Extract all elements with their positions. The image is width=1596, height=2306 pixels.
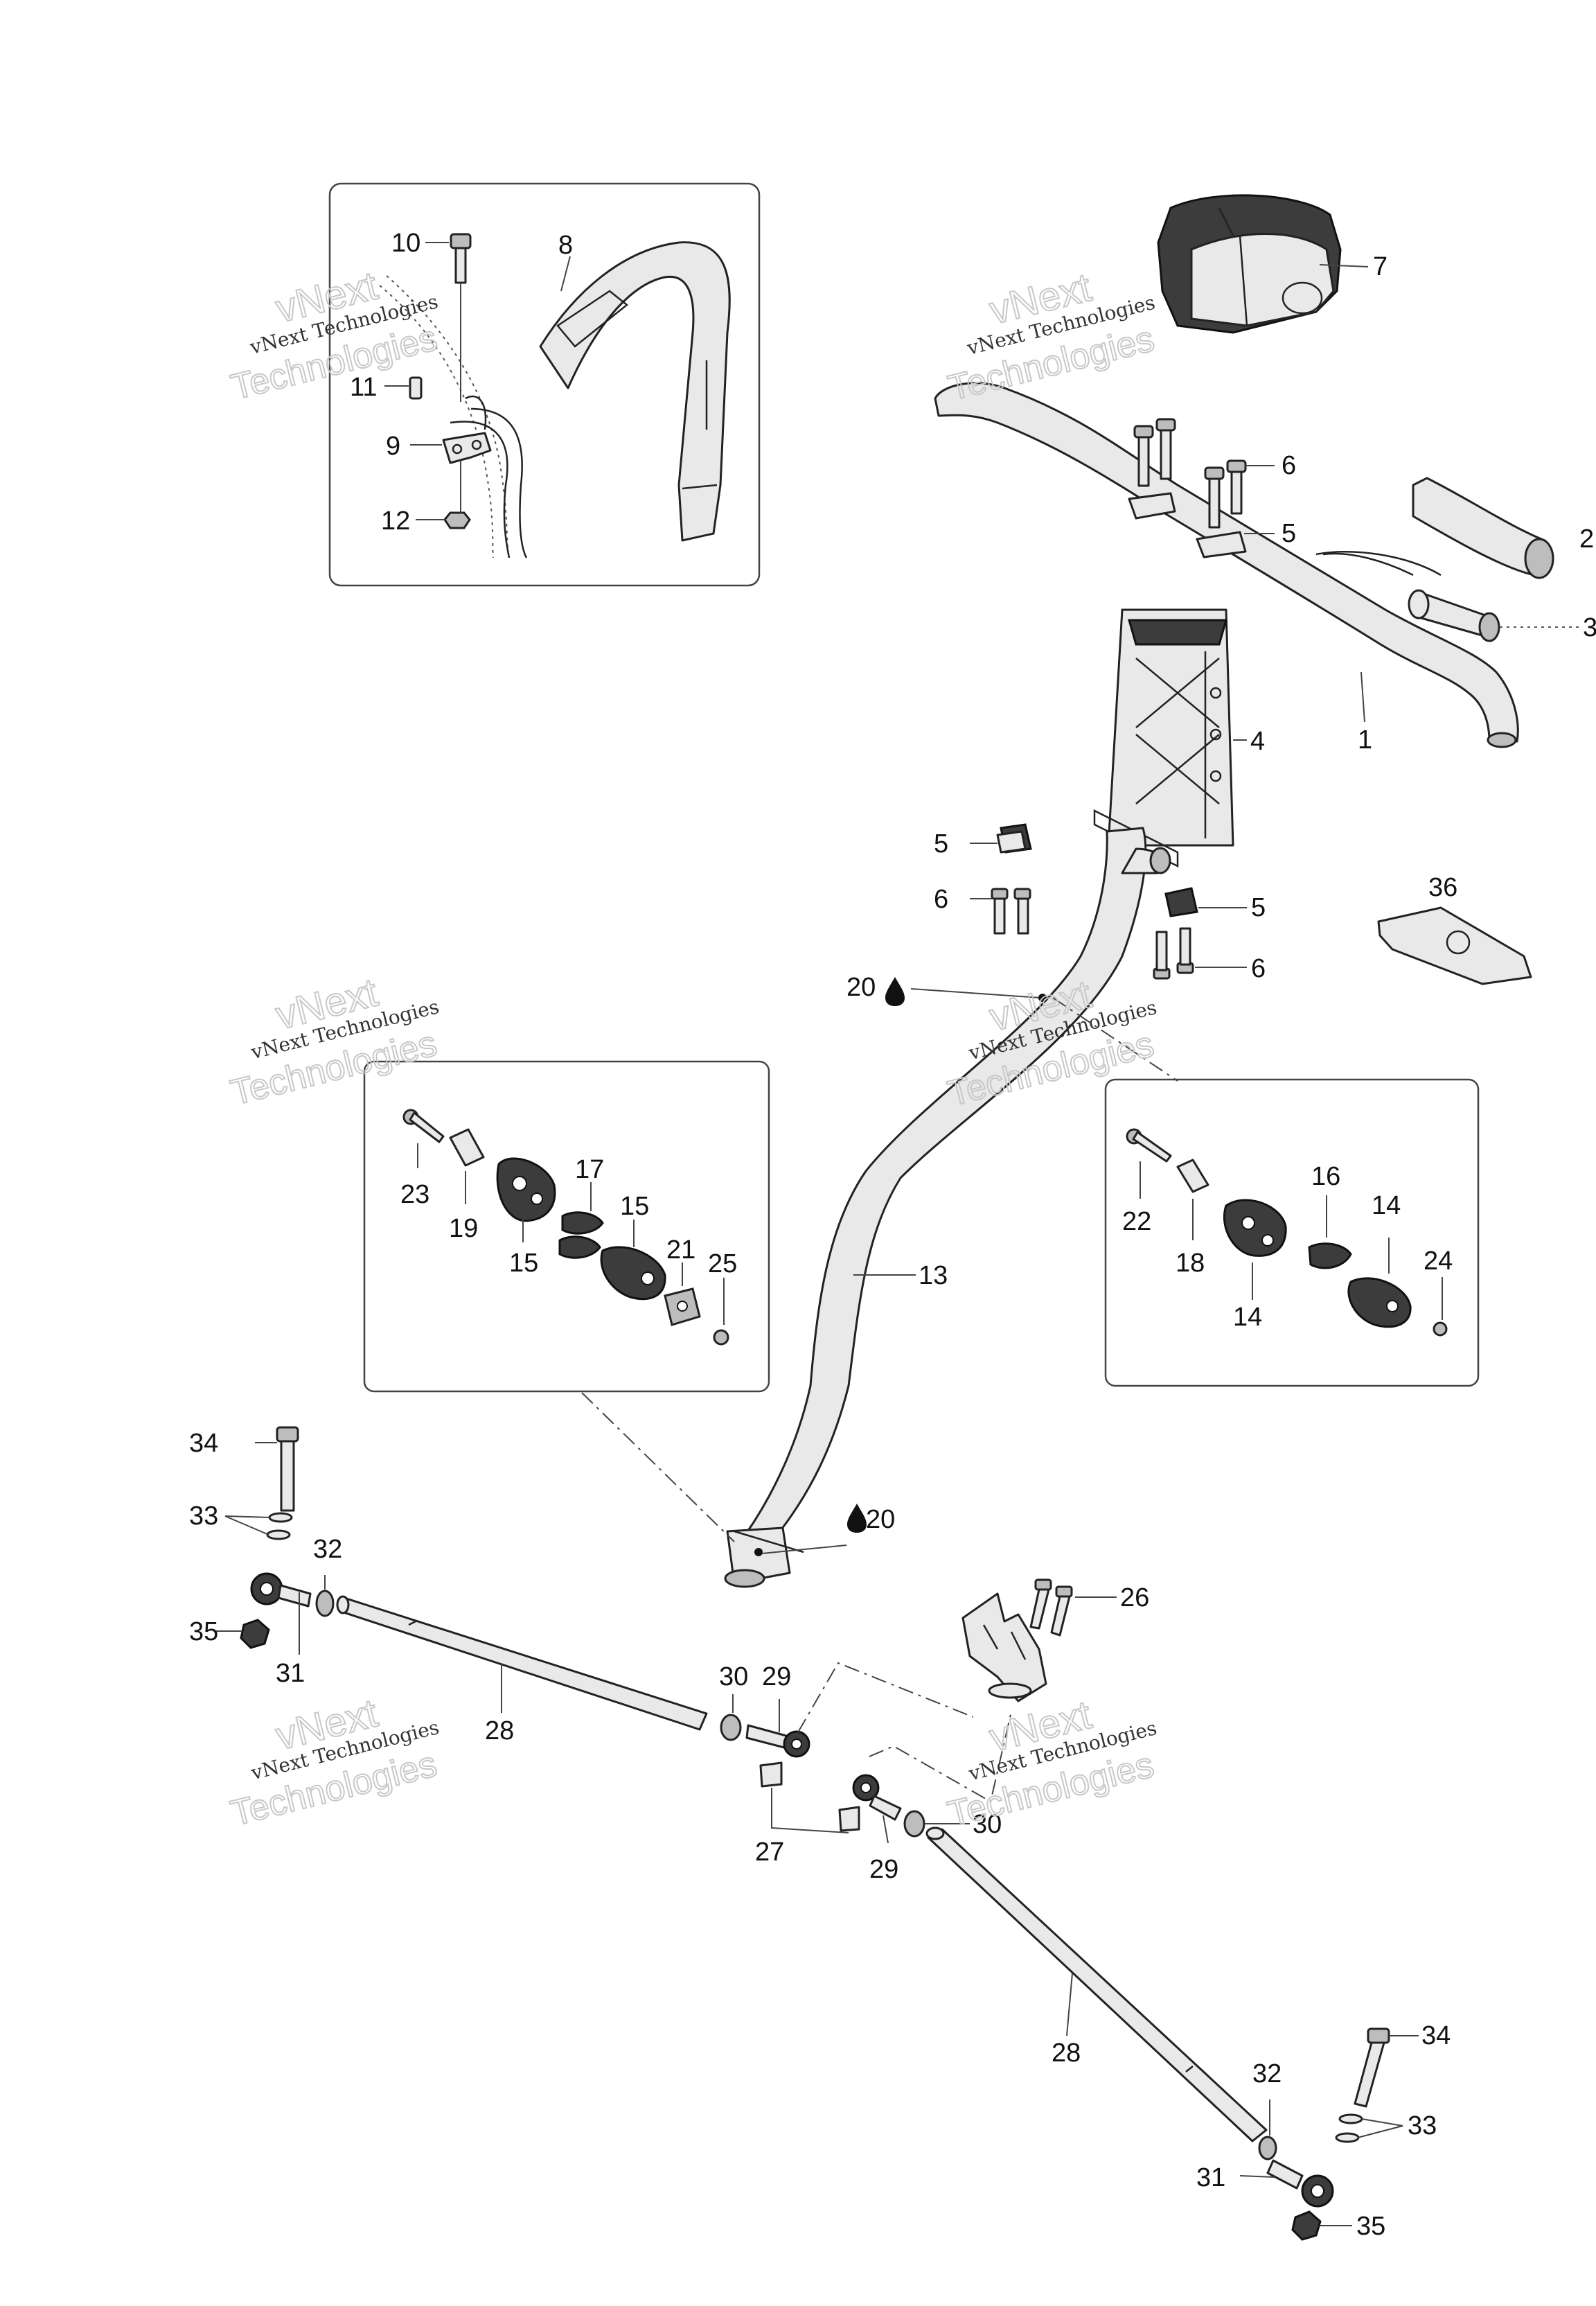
watermark-2: vNext vNext Technologies Technologies xyxy=(943,264,1159,410)
plate-36 xyxy=(1377,906,1532,985)
callout-6-left: 6 xyxy=(934,885,948,914)
callout-30-left: 30 xyxy=(719,1662,748,1691)
grease-point-top xyxy=(885,977,1047,1006)
callout-4: 4 xyxy=(1250,727,1265,756)
tie-rod-right xyxy=(852,1774,1419,2241)
callout-14-lower: 14 xyxy=(1233,1303,1262,1332)
pin-11 xyxy=(409,376,423,400)
callout-22: 22 xyxy=(1122,1207,1151,1236)
detail-box-left-bushing xyxy=(363,1060,770,1542)
callout-6-top: 6 xyxy=(1282,451,1296,480)
callout-32-right: 32 xyxy=(1252,2059,1282,2088)
steering-column-13 xyxy=(724,827,1171,1588)
callout-17: 17 xyxy=(575,1155,604,1184)
callout-3: 3 xyxy=(1583,613,1596,642)
detail-box-handlebar-pad: 10 8 11 9 12 xyxy=(328,182,761,587)
callout-6-right: 6 xyxy=(1251,954,1266,983)
tie-rod-left xyxy=(215,1426,810,1758)
callout-33-right: 33 xyxy=(1408,2111,1437,2140)
callout-24: 24 xyxy=(1424,1247,1453,1276)
steering-riser-4 xyxy=(1093,608,1247,868)
upper-clamp-hardware xyxy=(1128,418,1275,558)
callout-19: 19 xyxy=(449,1214,478,1243)
callout-5-top: 5 xyxy=(1282,519,1296,548)
grease-point-bottom xyxy=(754,1504,867,1556)
callout-34-left: 34 xyxy=(189,1429,218,1458)
watermark-4: vNext vNext Technologies Technologies xyxy=(943,971,1159,1115)
callout-29-right: 29 xyxy=(869,1855,898,1884)
callout-10: 10 xyxy=(391,229,420,258)
watermark-6: vNext vNext Technologies Technologies xyxy=(943,1691,1159,1836)
watermark-3: vNext vNext Technologies Technologies xyxy=(227,969,442,1114)
callout-7: 7 xyxy=(1373,252,1387,281)
callout-1: 1 xyxy=(1358,725,1372,755)
callout-30-right: 30 xyxy=(973,1810,1002,1839)
lower-clamp-hardware xyxy=(970,823,1247,980)
callout-9: 9 xyxy=(386,432,400,461)
watermark-5: vNext vNext Technologies Technologies xyxy=(227,1690,442,1835)
callout-15-lower: 15 xyxy=(509,1249,538,1278)
callout-31-right: 31 xyxy=(1196,2163,1225,2192)
callout-18: 18 xyxy=(1176,1249,1205,1278)
steering-cover xyxy=(1157,194,1369,334)
callout-32-left: 32 xyxy=(313,1535,342,1564)
callout-15-upper: 15 xyxy=(620,1192,649,1221)
bolt-10 xyxy=(450,233,472,249)
clamp-9 xyxy=(442,432,492,464)
callout-14-upper: 14 xyxy=(1372,1191,1401,1220)
callout-36: 36 xyxy=(1428,873,1457,902)
callout-20-top: 20 xyxy=(846,973,876,1002)
drop-icon xyxy=(847,1504,867,1533)
handlebar-1 xyxy=(934,382,1519,748)
callout-33-left: 33 xyxy=(189,1502,218,1531)
callout-35-right: 35 xyxy=(1356,2212,1385,2241)
steering-arm-bracket xyxy=(759,1578,1117,1833)
callout-28-right: 28 xyxy=(1052,2039,1081,2068)
callout-25: 25 xyxy=(708,1249,737,1278)
callout-26: 26 xyxy=(1120,1583,1149,1612)
callout-5-right: 5 xyxy=(1251,893,1266,922)
callout-16: 16 xyxy=(1311,1162,1340,1191)
callout-31-left: 31 xyxy=(276,1659,305,1688)
grip-2 xyxy=(1412,477,1554,579)
callout-34-right: 34 xyxy=(1421,2021,1451,2050)
callout-8: 8 xyxy=(558,231,573,260)
callout-2: 2 xyxy=(1579,525,1594,554)
callout-23: 23 xyxy=(400,1180,429,1209)
detail-box-right-bushing xyxy=(1052,997,1480,1387)
callout-11: 11 xyxy=(350,373,377,402)
callout-35-left: 35 xyxy=(189,1617,218,1646)
drop-icon xyxy=(885,977,905,1006)
callout-27: 27 xyxy=(755,1838,784,1867)
callout-5-left: 5 xyxy=(934,829,948,859)
callout-21: 21 xyxy=(666,1235,695,1265)
nut-12 xyxy=(443,511,471,529)
grip-3 xyxy=(1315,551,1579,642)
handlebar-pad xyxy=(539,241,731,542)
callout-12: 12 xyxy=(381,507,410,536)
callout-20-bottom: 20 xyxy=(866,1505,895,1534)
callout-29-left: 29 xyxy=(762,1662,791,1691)
callout-28-left: 28 xyxy=(485,1716,514,1745)
callout-13: 13 xyxy=(919,1261,948,1290)
